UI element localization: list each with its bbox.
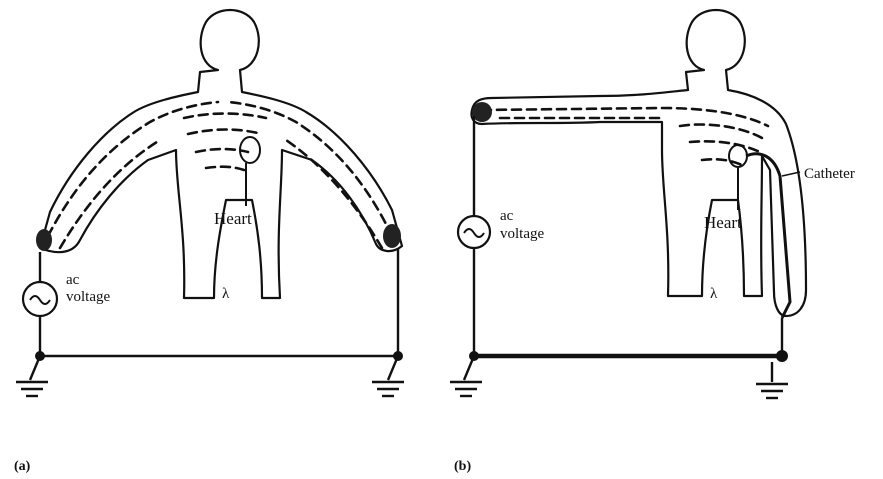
catheter-leader bbox=[782, 172, 800, 176]
panel-b: Heart Catheter λ ac voltage (b) bbox=[450, 10, 855, 474]
current-path-b-chest-2 bbox=[690, 141, 760, 152]
ac-label-a: ac bbox=[66, 272, 80, 288]
current-path-a-chest-4 bbox=[206, 167, 244, 170]
node-b-right bbox=[776, 350, 788, 362]
ground-icon-b-right bbox=[756, 362, 788, 398]
body-mark-b: λ bbox=[710, 286, 718, 302]
left-hand-a bbox=[36, 229, 52, 251]
body-outline-b bbox=[471, 10, 806, 316]
current-path-a-left-arm bbox=[48, 102, 218, 236]
heart-label-b: Heart bbox=[704, 213, 742, 232]
ground-icon-b-left bbox=[450, 356, 482, 396]
voltage-label-b: voltage bbox=[500, 226, 544, 242]
current-path-a-chest bbox=[184, 114, 266, 119]
caption-b: (b) bbox=[454, 459, 471, 474]
caption-a: (a) bbox=[14, 459, 31, 474]
voltage-label-a: voltage bbox=[66, 289, 110, 305]
catheter-tube bbox=[746, 154, 790, 318]
heart-label-a: Heart bbox=[214, 209, 252, 228]
body-mark-a: λ bbox=[222, 286, 230, 302]
ac-label-b: ac bbox=[500, 208, 514, 224]
current-path-a-chest-2 bbox=[188, 130, 262, 135]
current-path-b-chest-3 bbox=[702, 159, 744, 166]
body-outline-a bbox=[40, 10, 402, 298]
panel-a: Heart λ ac voltage (a) bbox=[14, 10, 404, 474]
current-path-b-chest bbox=[680, 125, 762, 139]
ground-icon-a-left bbox=[16, 356, 48, 396]
catheter-label: Catheter bbox=[804, 166, 855, 182]
ground-icon-a-right bbox=[372, 356, 404, 396]
right-hand-a bbox=[383, 224, 401, 248]
